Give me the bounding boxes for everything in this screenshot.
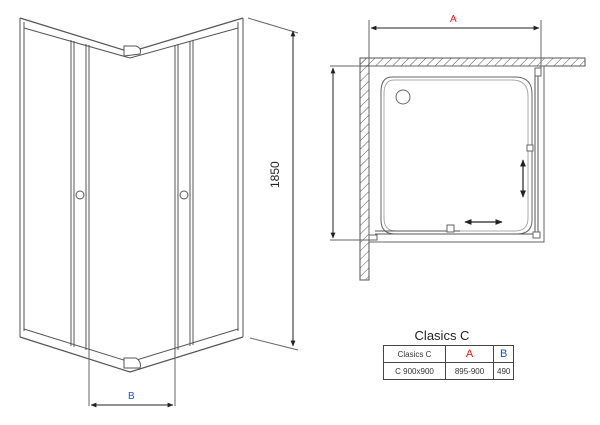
dimension-height-label: 1850 <box>268 161 282 188</box>
spec-table-header-row: Clasics C A B <box>383 345 515 363</box>
header-b: B <box>492 345 515 363</box>
header-a: A <box>445 345 494 363</box>
spec-table: Clasics C A B C 900x900 895-900 490 <box>383 345 515 380</box>
back-wall <box>359 57 586 67</box>
spec-table-title: Clasics C <box>414 328 470 343</box>
cell-b: 490 <box>492 362 515 380</box>
door-handle-right-icon <box>179 190 189 200</box>
door-handle-left-icon <box>75 190 85 200</box>
drain-icon <box>395 89 411 105</box>
side-wall <box>359 57 370 281</box>
table-row: C 900x900 895-900 490 <box>383 362 515 380</box>
header-model: Clasics C <box>383 345 446 363</box>
perspective-view <box>19 17 299 406</box>
dimension-b-label: B <box>128 391 135 402</box>
cell-a: 895-900 <box>445 362 494 380</box>
dimension-a-label: A <box>450 14 457 25</box>
cell-model: C 900x900 <box>383 362 446 380</box>
top-view <box>330 20 586 281</box>
